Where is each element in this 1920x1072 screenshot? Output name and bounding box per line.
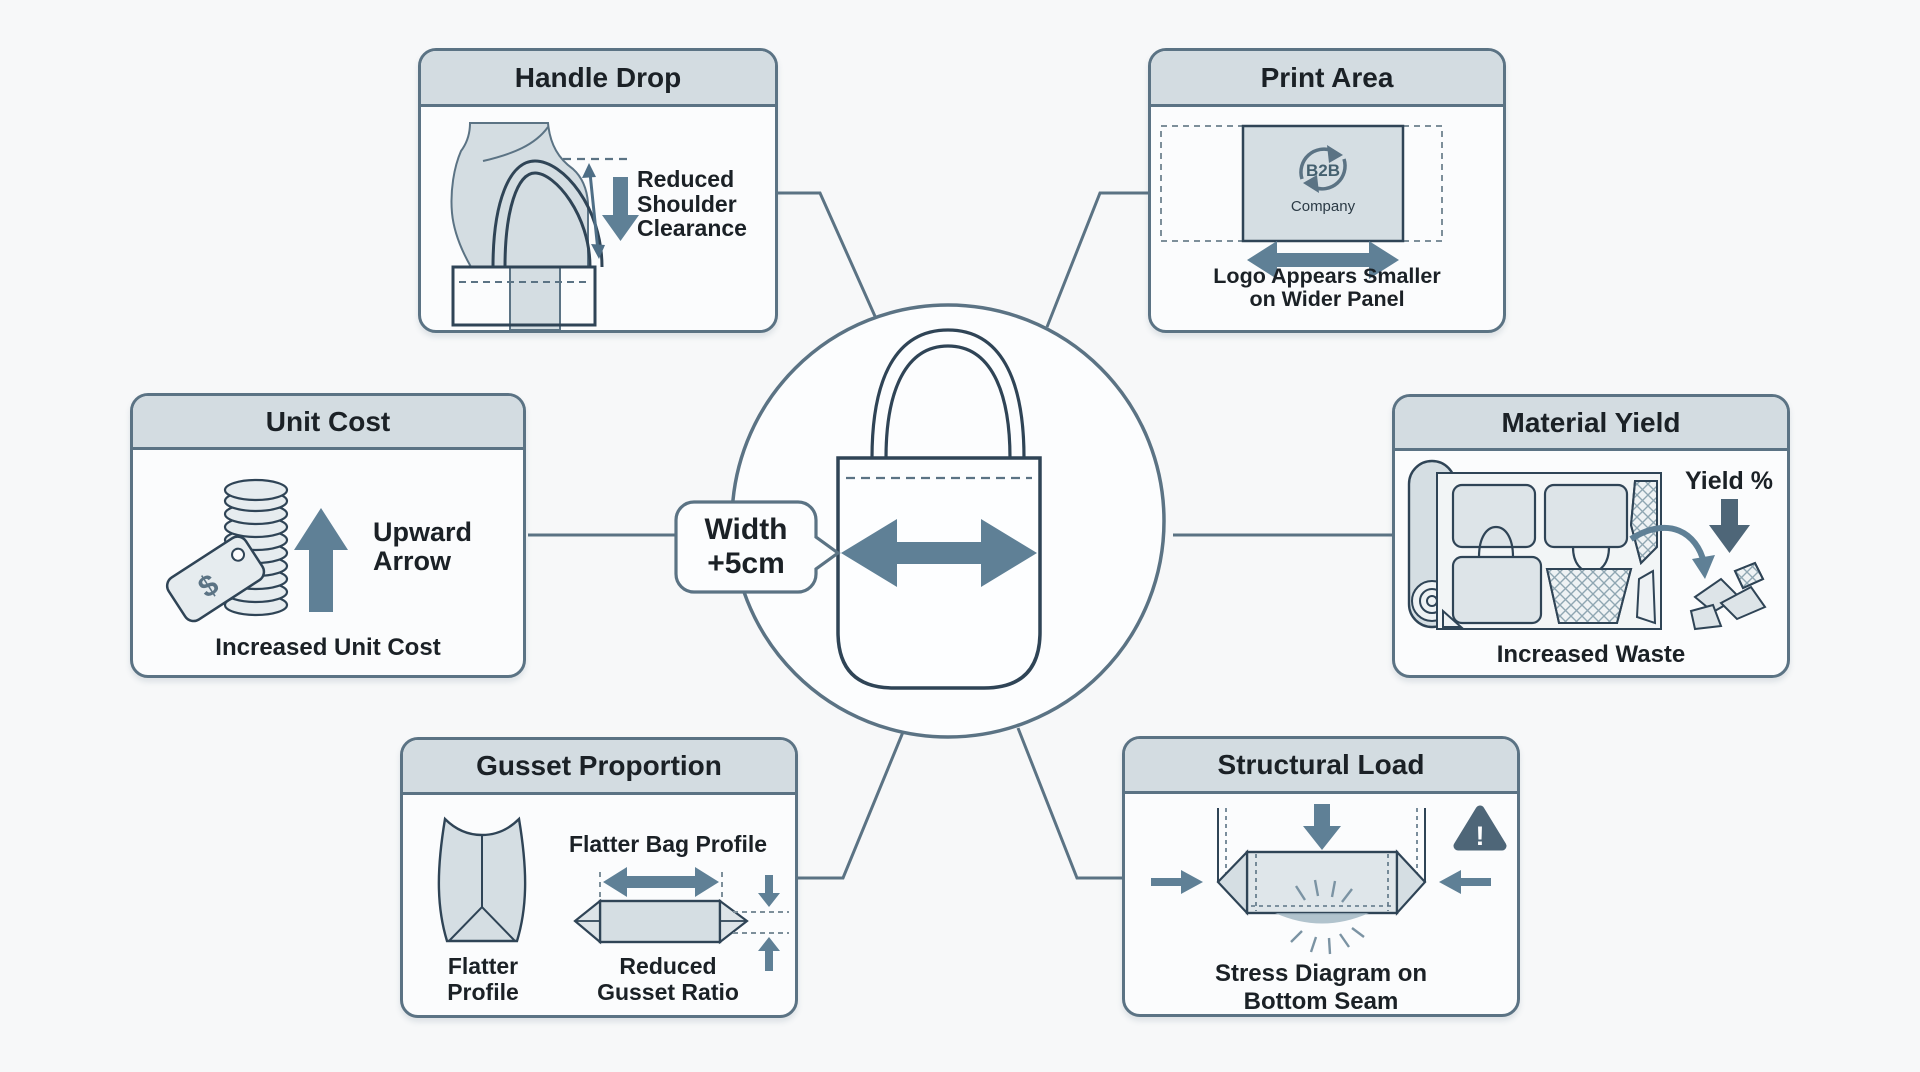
stress-burst-icon [1290,879,1365,955]
connector-structural [1016,727,1122,880]
warning-exclamation: ! [1476,821,1485,851]
shoulder-clearance-illustration [450,122,639,330]
panel-print-area-body: B2B Company Logo Appears Smaller on Wide… [1151,107,1503,330]
panel-structural-title: Structural Load [1125,739,1517,794]
cutting-layout-icon [1436,472,1662,630]
unit-cost-annotation: Upward Arrow [373,517,473,576]
gusset-caption-left: Flatter Profile [447,953,519,1006]
inward-arrow-left-icon [1151,870,1203,894]
material-yield-caption: Increased Waste [1496,641,1686,668]
flat-bag-profile-icon [573,898,749,945]
shoulder-silhouette-icon [450,122,589,330]
handle-drop-annotation: Reduced Shoulder Clearance [637,166,747,242]
price-tag-icon: $ [165,535,266,623]
panel-gusset-body: Flatter Bag Profile Flatter Profile Redu… [403,795,795,1015]
structural-caption: Stress Diagram on Bottom Seam [1214,960,1428,1015]
panel-handle-drop: Handle Drop [418,48,778,333]
speech-bubble [674,500,841,594]
waste-offcuts [1442,480,1658,628]
panel-gusset-title: Gusset Proportion [403,740,795,795]
print-area-illustration: B2B Company [1160,124,1443,279]
panel-unit-cost-body: $ Upward Arrow Increased Unit Cost [133,450,523,675]
yield-down-arrow-icon [1709,499,1750,553]
connector-handle-drop [778,191,880,324]
load-down-arrow-icon [1303,804,1341,850]
gusset-illustration [437,816,789,971]
to-waste-curved-arrow-icon [1629,525,1715,579]
flattened-bottom-icon [1216,849,1427,924]
profile-width-arrow-icon [603,867,719,897]
unit-cost-illustration: $ [165,478,348,623]
logo-company-text: Company [1291,198,1356,215]
material-yield-annotation: Yield % [1685,467,1773,495]
width-double-arrow-icon [841,519,1037,587]
connector-gusset [798,731,905,880]
gusset-annotation: Flatter Bag Profile [568,831,768,857]
gusset-up-arrow-icon [758,937,780,971]
panel-unit-cost: Unit Cost $ [130,393,526,678]
inward-arrow-right-icon [1439,870,1491,894]
side-walls [1217,808,1426,882]
print-panel-rect [1241,124,1405,243]
panel-structural-load: Structural Load [1122,736,1520,1017]
b2b-logo-icon [1299,145,1347,193]
bag-top-icon [451,265,597,327]
panel-handle-drop-title: Handle Drop [421,51,775,107]
panel-unit-cost-title: Unit Cost [133,396,523,450]
connector-print-area [1045,191,1148,328]
panel-material-yield-title: Material Yield [1395,397,1787,451]
panel-print-area: Print Area B2B Company Logo Appears Smal… [1148,48,1506,333]
gusset-height-guides [733,911,789,934]
width-change-label: Width +5cm [704,513,788,580]
up-arrow-icon [294,508,348,612]
material-yield-illustration [1407,459,1767,631]
panel-handle-drop-body: Reduced Shoulder Clearance [421,107,775,330]
clearance-measure-arrow-icon [582,163,605,259]
gusset-down-arrow-icon [758,875,780,907]
print-area-caption: Logo Appears Smaller on Wider Panel [1213,264,1441,311]
panel-material-yield: Material Yield [1392,394,1790,678]
panel-print-area-title: Print Area [1151,51,1503,107]
gusset-caption-right: Reduced Gusset Ratio [597,953,739,1006]
panel-structural-body: ! Stress Diagram on Bottom Seam [1125,794,1517,1015]
panel-gusset-proportion: Gusset Proportion [400,737,798,1018]
tote-bag-icon [836,328,1042,690]
connector-lines [528,191,1392,880]
scrap-pile-icon [1689,561,1767,631]
panel-width-arrow-icon [1247,241,1399,279]
structural-load-illustration: ! [1151,804,1507,955]
standing-bag-icon [437,816,527,943]
panel-material-yield-body: Yield % Increased Waste [1395,451,1787,675]
warning-icon: ! [1453,805,1507,851]
b2b-logo-text: B2B [1306,161,1340,180]
bag-handle-icon [491,159,604,268]
down-arrow-icon [602,177,639,241]
unit-cost-caption: Increased Unit Cost [215,634,441,661]
